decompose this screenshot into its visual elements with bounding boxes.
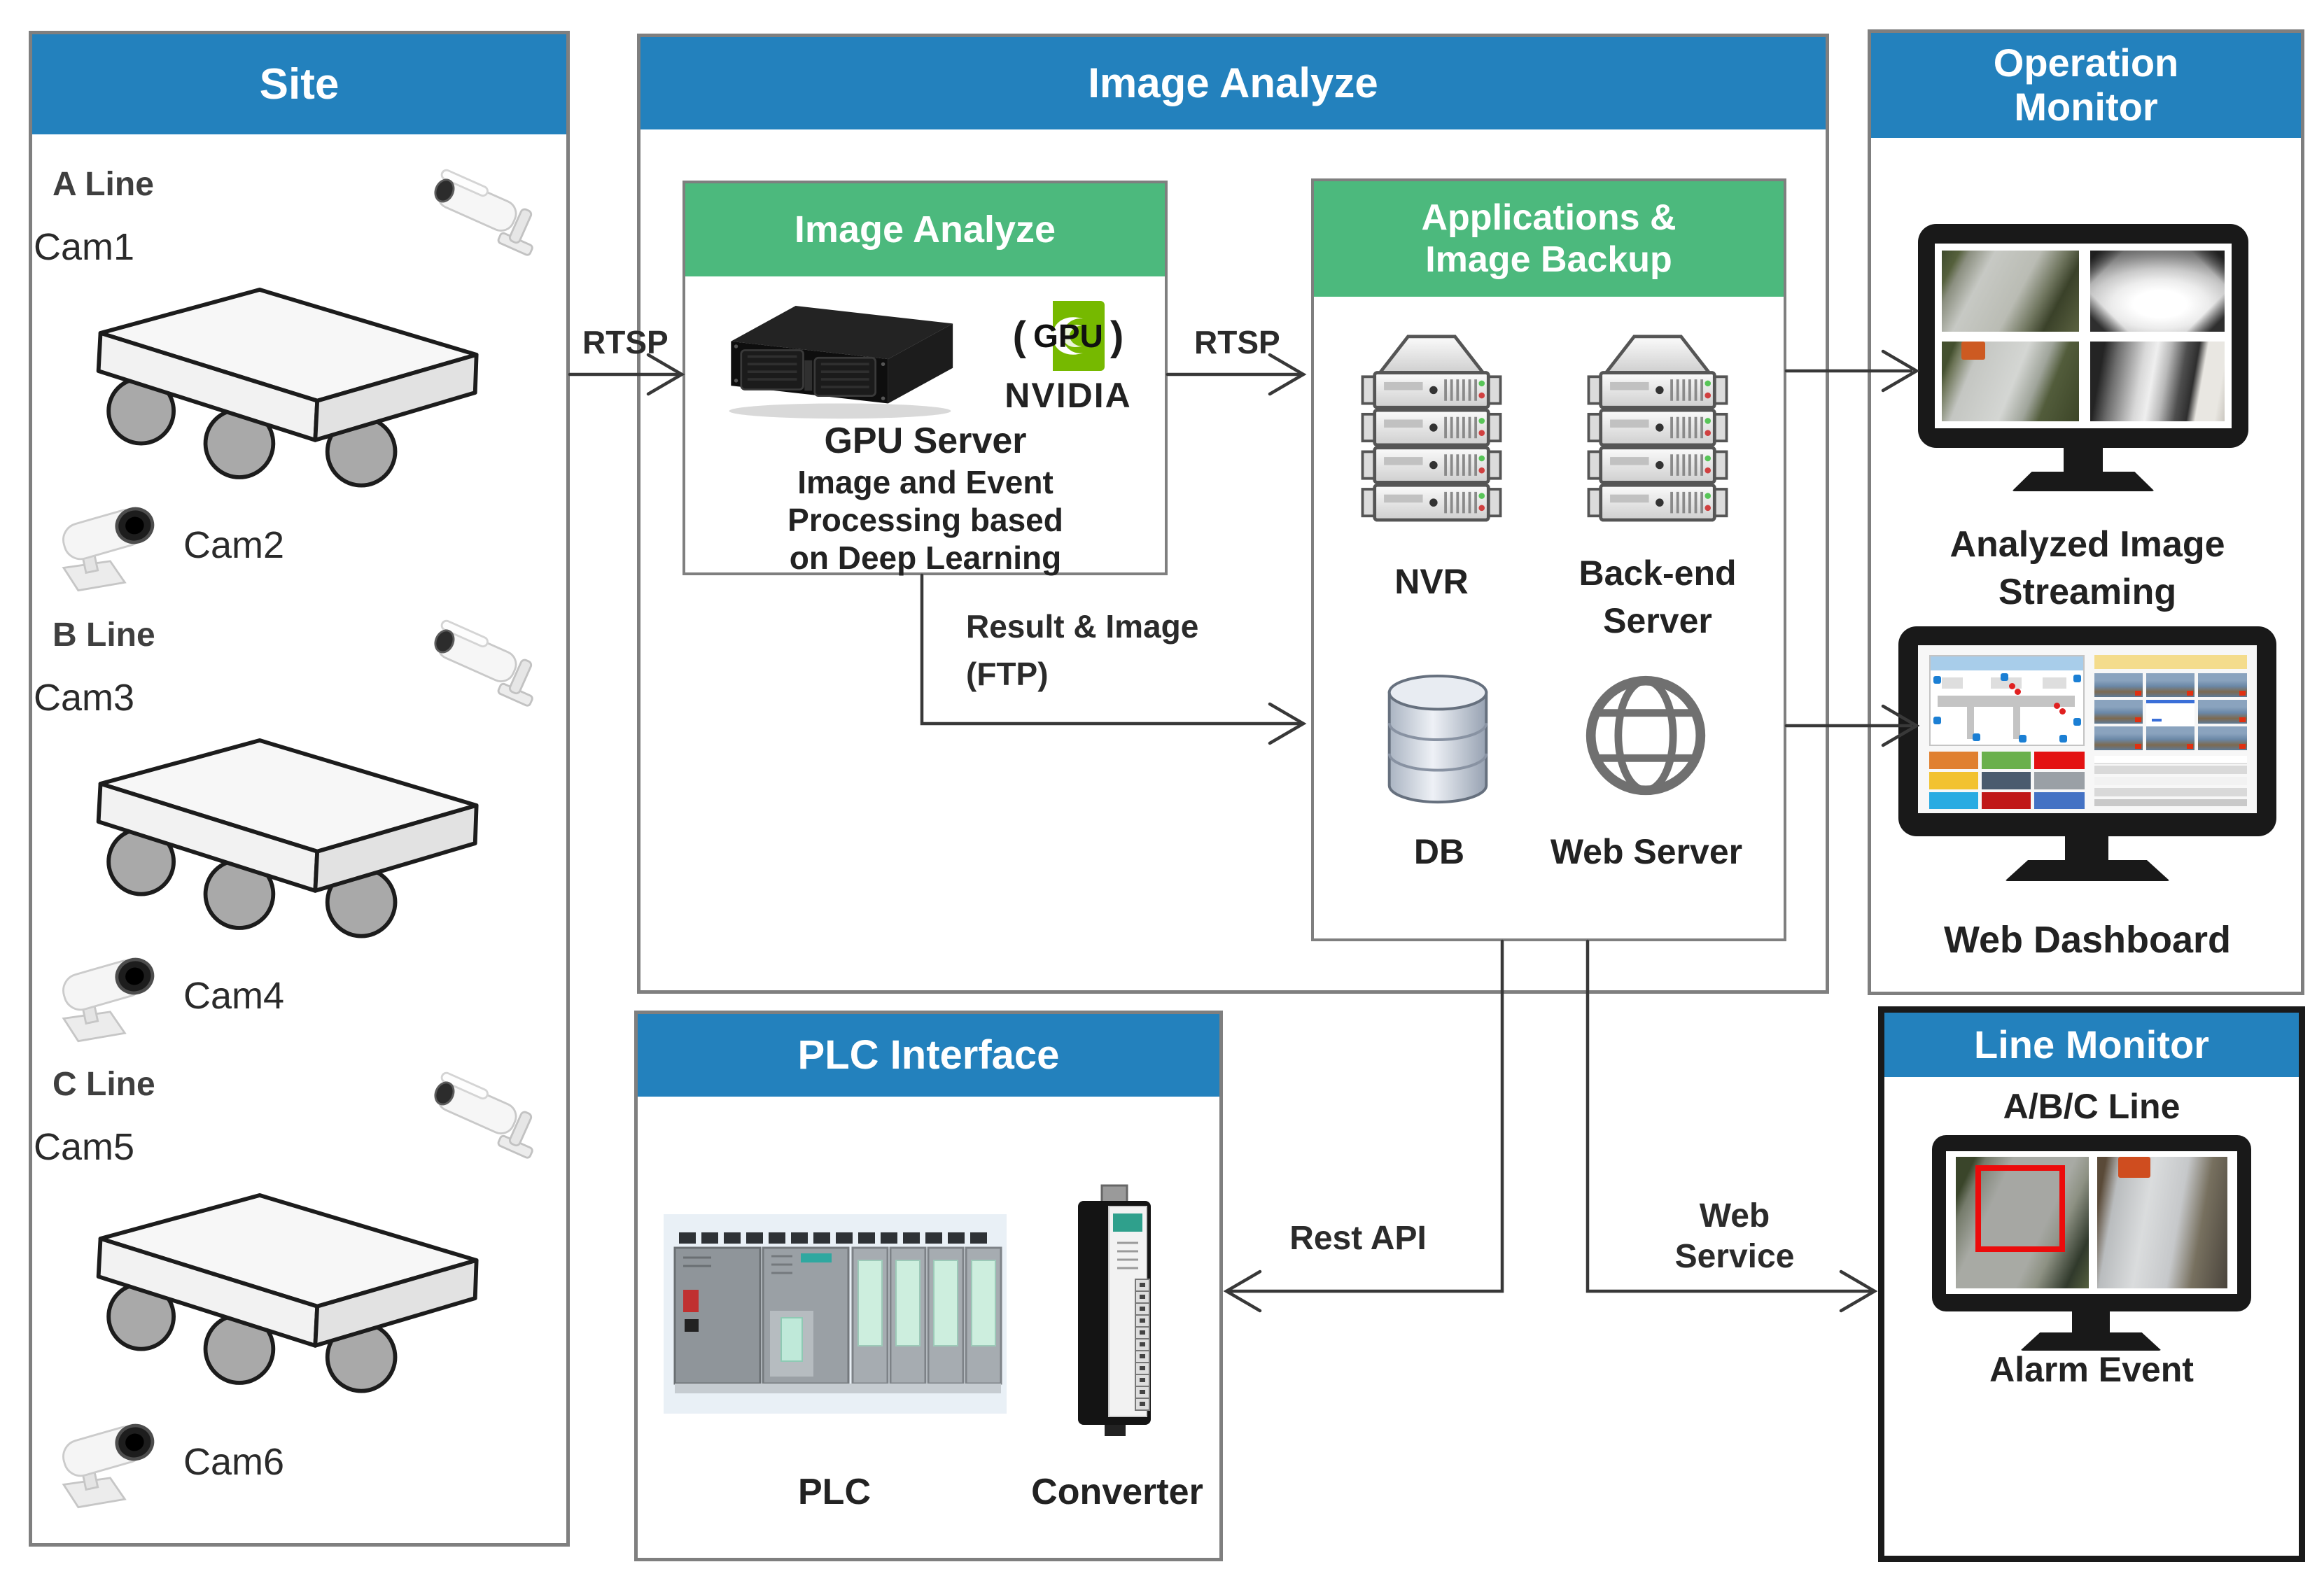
gpu-desc-line3: on Deep Learning: [789, 540, 1062, 576]
web-server-globe-icon: [1581, 670, 1711, 801]
dashboard-floorplan: [1929, 655, 2085, 746]
monitor-stand: [2065, 836, 2108, 860]
gpu-paren-open: (: [1012, 313, 1026, 359]
converter-device-image: [1065, 1181, 1163, 1440]
image-analyze-title: Image Analyze: [1088, 59, 1378, 107]
nvidia-gpu-logo: ( GPU ) NVIDIA: [974, 301, 1162, 416]
cctv-camera-icon: [49, 481, 182, 597]
streaming-label-line1: Analyzed Image: [1949, 524, 2225, 565]
database-icon: [1378, 670, 1498, 809]
plc-label: PLC: [798, 1472, 871, 1512]
dashboard-monitor-screen: [1918, 645, 2257, 813]
streaming-label-line2: Streaming: [1998, 572, 2177, 612]
dashboard-event-table: [2094, 756, 2247, 809]
cam4-label: Cam4: [183, 975, 285, 1017]
gpu-server-label: GPU Server: [824, 421, 1027, 461]
site-panel-header: Site: [32, 34, 566, 134]
abc-line-label: A/B/C Line: [2003, 1087, 2180, 1126]
line-monitor-header: Line Monitor: [1884, 1013, 2299, 1077]
gpu-desc-line2: Processing based: [788, 502, 1063, 538]
web-service-label-line2: Service: [1674, 1238, 1795, 1275]
web-dashboard-label: Web Dashboard: [1943, 919, 2232, 961]
backend-label-line1: Back-end: [1578, 554, 1737, 593]
alarm-feed-image: [1956, 1157, 2089, 1288]
image-analyze-panel-header: Image Analyze: [640, 37, 1826, 129]
applications-header-line1: Applications &: [1421, 197, 1676, 238]
cam1-label: Cam1: [34, 226, 135, 268]
monitor-stand-base: [2020, 1332, 2162, 1351]
applications-header-line2: Image Backup: [1425, 239, 1672, 280]
cctv-camera-icon: [419, 1069, 555, 1176]
monitor-stand-base: [2012, 472, 2155, 491]
camera-feed-image: [1942, 251, 2079, 332]
plc-interface-header: PLC Interface: [638, 1014, 1219, 1097]
monitor-stand: [2072, 1311, 2110, 1332]
ftp-label-line1: Result & Image: [966, 608, 1199, 645]
nvr-server-rack-icon: [1354, 326, 1508, 529]
backend-server-rack-icon: [1581, 326, 1735, 529]
line-monitor-title: Line Monitor: [1974, 1022, 2209, 1067]
nvidia-eye-icon: GPU: [1032, 301, 1105, 371]
alarm-event-label: Alarm Event: [1989, 1350, 2194, 1389]
slab-conveyor-icon: [70, 729, 490, 960]
plc-device-image: [664, 1214, 1007, 1414]
db-label: DB: [1413, 832, 1465, 871]
defect-highlight-box: [1975, 1165, 2065, 1252]
operation-header-line2: Monitor: [2014, 85, 2158, 129]
site-title: Site: [259, 59, 340, 108]
line-feed-image: [2097, 1157, 2227, 1288]
cctv-camera-icon: [419, 617, 555, 724]
cam5-label: Cam5: [34, 1126, 135, 1168]
rtsp-gpu-label: RTSP: [1194, 324, 1280, 360]
gpu-badge-text: GPU: [1033, 318, 1103, 354]
dashboard-camera-header: [2094, 655, 2247, 669]
line-a-label: A Line: [52, 166, 154, 203]
applications-backup-box: Applications & Image Backup: [1311, 178, 1786, 941]
dashboard-camera-grid: [2094, 673, 2247, 750]
cctv-camera-icon: [49, 932, 182, 1048]
ftp-label-line2: (FTP): [966, 656, 1049, 692]
rest-api-label: Rest API: [1289, 1220, 1427, 1257]
cctv-camera-icon: [419, 167, 555, 273]
gpu-paren-close: ): [1110, 313, 1124, 359]
nvr-label: NVR: [1394, 562, 1469, 601]
slab-conveyor-icon: [70, 279, 490, 509]
cam2-label: Cam2: [183, 524, 285, 566]
operation-monitor-header: Operation Monitor: [1871, 33, 2301, 138]
camera-feed-image: [1942, 342, 2079, 421]
streaming-monitor-screen: [1935, 244, 2232, 428]
cctv-camera-icon: [49, 1398, 182, 1514]
plc-interface-title: PLC Interface: [797, 1032, 1060, 1078]
backend-label-line2: Server: [1603, 601, 1712, 640]
dashboard-status-tiles: [1929, 752, 2085, 809]
camera-feed-image: [2090, 342, 2225, 421]
monitor-stand-base: [2005, 860, 2170, 881]
monitor-stand: [2064, 448, 2103, 472]
cam6-label: Cam6: [183, 1441, 285, 1483]
cam3-label: Cam3: [34, 677, 135, 719]
line-c-label: C Line: [52, 1066, 155, 1103]
slab-conveyor-icon: [70, 1184, 490, 1415]
rtsp-site-label: RTSP: [582, 324, 668, 360]
gpu-desc-line1: Image and Event: [797, 464, 1054, 500]
gpu-analyze-box-header: Image Analyze: [685, 183, 1165, 276]
alarm-monitor-screen: [1946, 1151, 2237, 1294]
web-service-label-line1: Web: [1699, 1197, 1770, 1234]
converter-label: Converter: [1031, 1472, 1203, 1512]
applications-backup-box-header: Applications & Image Backup: [1314, 181, 1784, 297]
line-b-label: B Line: [52, 617, 155, 654]
camera-feed-image: [2090, 251, 2225, 332]
gpu-analyze-box-title: Image Analyze: [794, 209, 1056, 251]
operation-header-line1: Operation: [1993, 41, 2179, 85]
web-server-label: Web Server: [1550, 832, 1743, 871]
nvidia-wordmark: NVIDIA: [1004, 376, 1132, 415]
gpu-server-icon: [714, 300, 966, 420]
